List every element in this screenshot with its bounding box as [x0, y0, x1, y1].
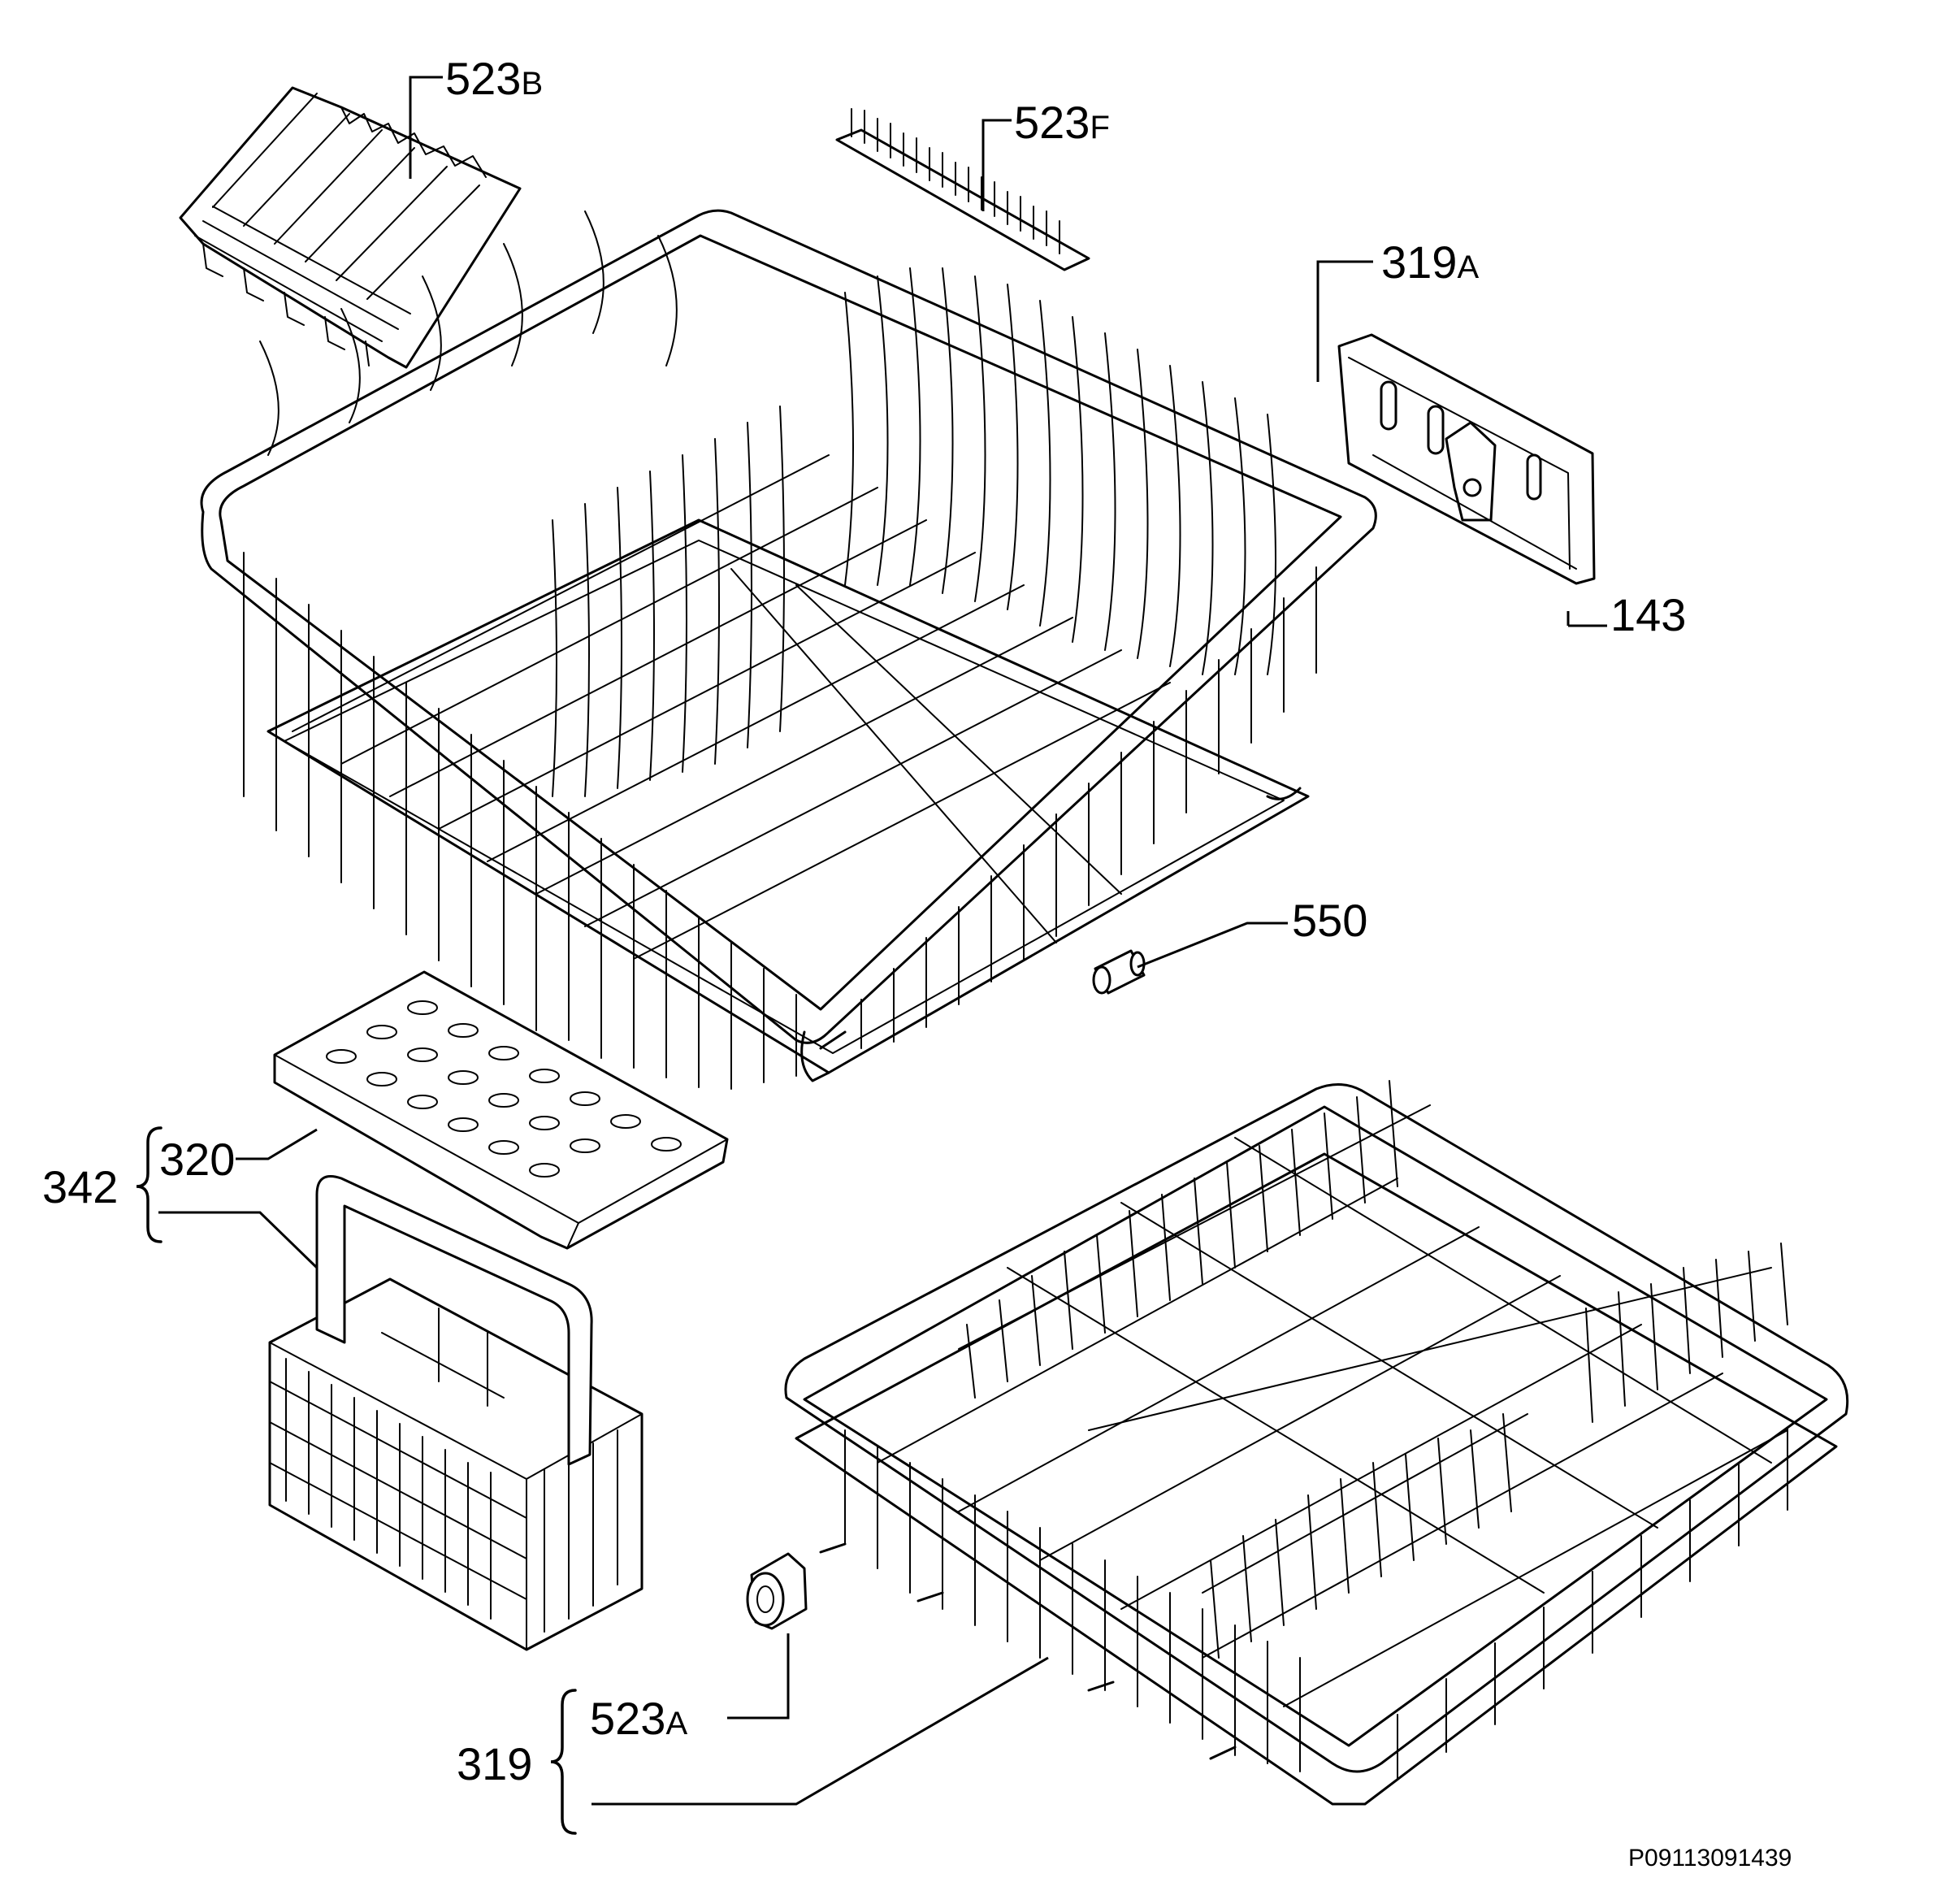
- wheel-523a: [746, 1552, 808, 1630]
- tine-strip-523f: [835, 108, 1090, 271]
- leader-320: [236, 1128, 318, 1160]
- label-320: 320: [159, 1134, 235, 1185]
- brace-319: [550, 1689, 577, 1835]
- leader-523f: [982, 119, 1012, 211]
- rack-adjuster-bracket-319a: [1337, 333, 1596, 585]
- leader-342-lower: [158, 1211, 318, 1269]
- cup-rack-insert-523b: [179, 86, 522, 369]
- label-523a: 523A: [590, 1693, 687, 1744]
- leader-319a: [1316, 260, 1373, 382]
- leader-523b: [409, 76, 443, 179]
- label-523f: 523F: [1014, 97, 1110, 148]
- brace-342: [136, 1126, 162, 1243]
- upper-basket: [200, 209, 1377, 1090]
- label-319a: 319A: [1381, 236, 1479, 288]
- connector-550: [1092, 949, 1146, 995]
- leader-143: [1566, 611, 1607, 627]
- drawing-code: P09113091439: [1628, 1845, 1792, 1871]
- leader-550: [1137, 922, 1288, 969]
- lower-basket: [784, 1080, 1849, 1806]
- label-550: 550: [1292, 895, 1367, 946]
- label-523b: 523B: [445, 53, 543, 104]
- leader-lines: [158, 76, 1607, 1806]
- cutlery-basket: [268, 1175, 644, 1651]
- label-143: 143: [1610, 589, 1686, 640]
- label-319: 319: [457, 1738, 532, 1789]
- leader-523a: [727, 1633, 790, 1720]
- label-342: 342: [42, 1161, 118, 1212]
- leader-319-lower: [592, 1656, 1049, 1806]
- cutlery-basket-lid-320: [273, 970, 729, 1250]
